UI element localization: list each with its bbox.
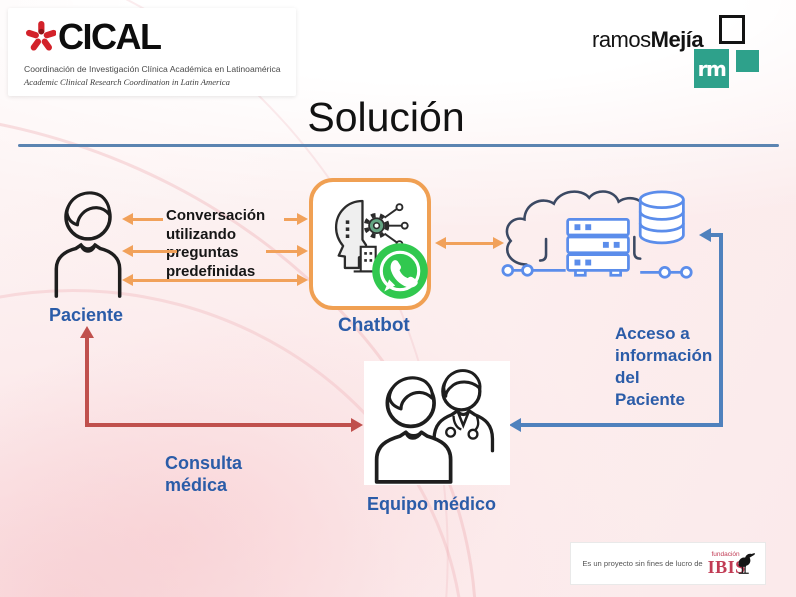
ibis-bird-icon bbox=[738, 552, 755, 574]
patient-label: Paciente bbox=[49, 305, 124, 325]
medical-team-label: Equipo médico bbox=[367, 494, 497, 514]
ibis-prefix-text: Es un proyecto sin fines de lucro de bbox=[582, 559, 703, 568]
cical-logo-card: CICAL Coordinación de Investigación Clín… bbox=[8, 8, 296, 96]
title-underline bbox=[18, 144, 779, 147]
conversation-note: Conversación utilizando preguntas predef… bbox=[166, 207, 266, 281]
ramos-mejia-logo: ramosMejía rm bbox=[566, 8, 792, 94]
cloud-database-icon bbox=[501, 190, 693, 279]
page-title: Solución bbox=[307, 94, 465, 140]
ibis-logo: fundación IBIS bbox=[707, 549, 755, 579]
cical-wordmark: CICAL bbox=[58, 16, 162, 57]
medical-team-icon bbox=[374, 369, 495, 484]
consultation-note: Consulta médica bbox=[165, 453, 243, 495]
patient-person-icon bbox=[54, 191, 122, 298]
medical-team-card bbox=[364, 361, 510, 485]
ibis-wordmark: IBIS bbox=[707, 556, 746, 577]
chatbot-label: Chatbot bbox=[338, 315, 410, 336]
rm-monogram-square: rm bbox=[694, 49, 729, 88]
rm-monogram: rm bbox=[697, 56, 727, 81]
whatsapp-icon bbox=[372, 243, 428, 299]
access-note: Acceso a información del Paciente bbox=[615, 324, 713, 409]
cical-tagline-en: Academic Clinical Research Coordination … bbox=[24, 77, 230, 87]
chatbot-card bbox=[309, 178, 431, 310]
ramos-mejia-wordmark: ramosMejía bbox=[592, 27, 704, 52]
cical-tagline-es: Coordinación de Investigación Clínica Ac… bbox=[24, 64, 281, 74]
cical-asterisk-icon bbox=[25, 21, 56, 51]
ai-head-icon bbox=[334, 199, 409, 273]
ibis-fundacion-text: fundación bbox=[711, 550, 740, 558]
rm-outline-square bbox=[719, 15, 745, 44]
ibis-card: Es un proyecto sin fines de lucro de fun… bbox=[570, 542, 766, 585]
rm-small-square bbox=[736, 50, 759, 72]
